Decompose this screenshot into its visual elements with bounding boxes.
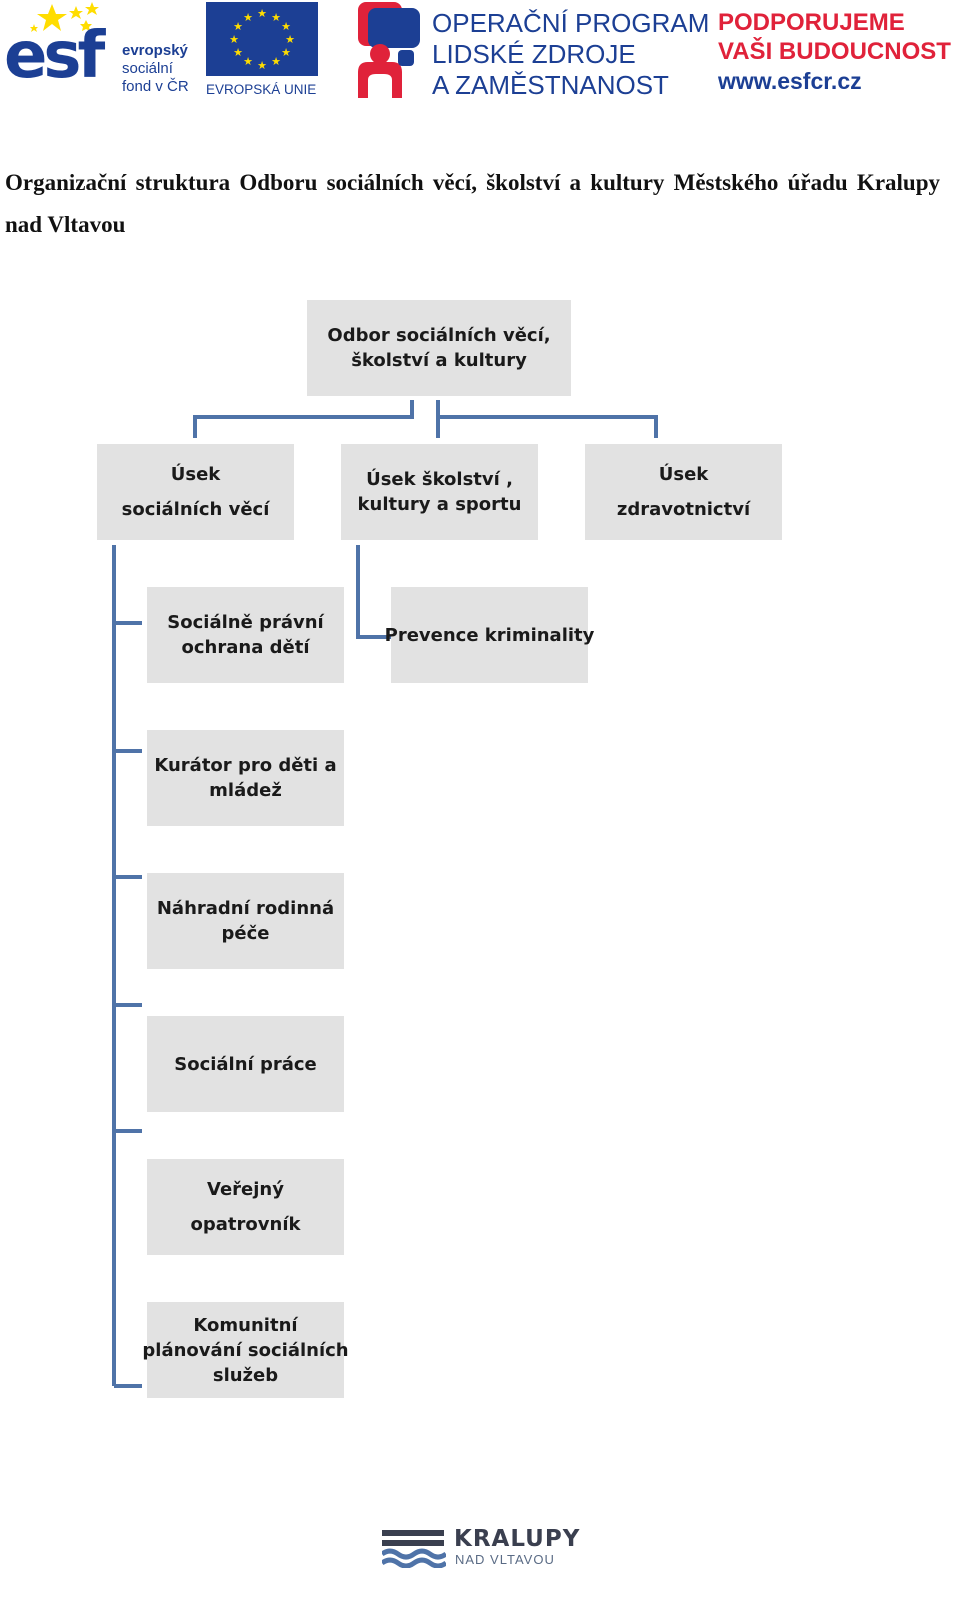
esf-url: www.esfcr.cz — [718, 68, 862, 94]
eu-flag-icon: ★★★ ★★★ ★★★ ★★★ — [206, 2, 318, 76]
eu-label: EVROPSKÁ UNIE — [206, 82, 317, 97]
svg-text:★: ★ — [281, 20, 291, 33]
section-social-affairs: Úsek sociálních věcí — [97, 444, 294, 540]
org-root-box: Odbor sociálních věcí, školství a kultur… — [307, 300, 571, 396]
svg-text:★: ★ — [243, 11, 253, 24]
kralupy-logo: KRALUPY NAD VLTAVOU — [382, 1526, 579, 1572]
svg-text:★: ★ — [271, 55, 281, 68]
esf-logo: esf evropský sociální fond v ČR — [4, 2, 204, 98]
esf-wordmark: esf — [4, 19, 105, 93]
connector-education-1 — [356, 545, 392, 639]
op-lzz-logo: OPERAČNÍ PROGRAM LIDSKÉ ZDROJE A ZAMĚSTN… — [354, 2, 709, 100]
unit-public-guardian: Veřejný opatrovník — [147, 1159, 344, 1255]
svg-text:★: ★ — [281, 46, 291, 59]
svg-text:★: ★ — [257, 59, 267, 72]
unit-youth-curator: Kurátor pro děti a mládež — [147, 730, 344, 826]
unit-foster-care: Náhradní rodinná péče — [147, 873, 344, 969]
eu-logo: ★★★ ★★★ ★★★ ★★★ EVROPSKÁ UNIE — [206, 2, 318, 98]
svg-text:★: ★ — [229, 33, 239, 46]
svg-text:★: ★ — [233, 20, 243, 33]
svg-text:★: ★ — [243, 55, 253, 68]
slogan-line-1: PODPORUJEME — [718, 9, 905, 36]
slogan-line-2: VAŠI BUDOUCNOST — [718, 38, 951, 65]
section-education-culture: Úsek školství , kultury a sportu — [341, 444, 538, 540]
kralupy-name: KRALUPY — [454, 1526, 581, 1552]
kralupy-sub: NAD VLTAVOU — [455, 1552, 555, 1567]
section-healthcare: Úsek zdravotnictví — [585, 444, 782, 540]
esf-stars-icon — [30, 2, 99, 32]
connector-root-right — [438, 415, 658, 438]
page-title: Organizační struktura Odboru sociálních … — [5, 170, 940, 237]
unit-social-work: Sociální práce — [147, 1016, 344, 1112]
op-lzz-text: OPERAČNÍ PROGRAM LIDSKÉ ZDROJE A ZAMĚSTN… — [432, 8, 710, 100]
kralupy-waves-icon — [382, 1530, 446, 1568]
connector-root-left — [193, 400, 414, 438]
svg-text:★: ★ — [271, 11, 281, 24]
svg-text:★: ★ — [257, 7, 267, 20]
esf-tagline: evropský sociální fond v ČR — [122, 42, 189, 95]
svg-text:★: ★ — [285, 33, 295, 46]
unit-community-planning: Komunitní plánování sociálních služeb — [142, 1302, 349, 1398]
unit-child-protection: Sociálně právní ochrana dětí — [147, 587, 344, 683]
unit-crime-prevention: Prevence kriminality — [385, 587, 594, 683]
svg-text:★: ★ — [233, 46, 243, 59]
op-figure-icon — [358, 2, 420, 98]
support-slogan: PODPORUJEME VAŠI BUDOUCNOST www.esfcr.cz — [718, 8, 958, 100]
